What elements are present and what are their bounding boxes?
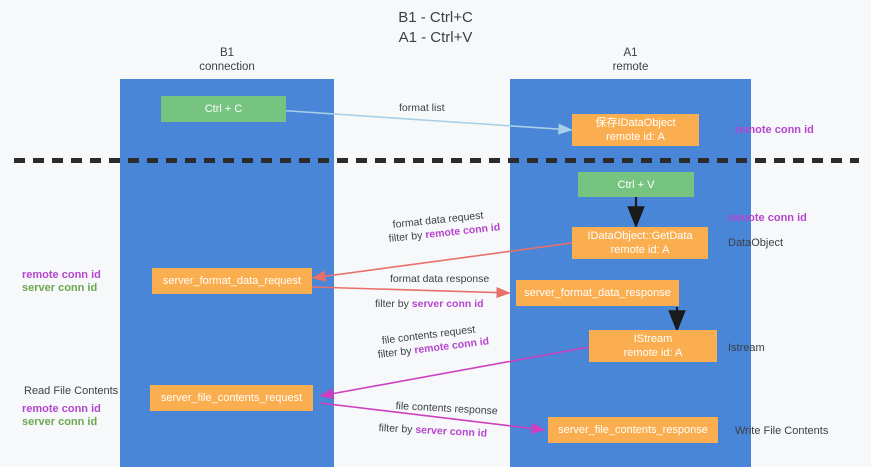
note-right-remote-conn-id-top: remote conn id: [735, 124, 814, 136]
edge-label-file-contents-response: file contents response: [395, 399, 498, 418]
box-server-format-data-response[interactable]: server_format_data_response: [516, 280, 679, 306]
note-left-remote-conn-id-top: remote conn id: [22, 269, 101, 281]
note-right-istream: Istream: [728, 342, 765, 354]
edge-label-format-data-response-filter-prefix: filter by: [375, 298, 412, 310]
box-save-idataobject-line-2: remote id: A: [606, 131, 665, 143]
note-right-write-file-contents: Write File Contents: [735, 425, 829, 437]
box-server-file-contents-request[interactable]: server_file_contents_request: [150, 385, 313, 411]
lane-header-a1-sub: remote: [612, 61, 649, 73]
note-left-remote-conn-id-bottom: remote conn id: [22, 403, 101, 415]
box-istream-line-1: IStream: [633, 333, 673, 345]
edge-label-file-contents-request-filter-prefix: filter by: [377, 344, 416, 361]
lane-header-b1-sub: connection: [199, 61, 255, 73]
page-title: B1 - Ctrl+C A1 - Ctrl+V: [0, 8, 871, 48]
box-istream-line-2: remote id: A: [623, 347, 683, 359]
lane-header-b1: B1 connection: [120, 46, 334, 74]
edge-label-format-data-response-filter-key: server conn id: [411, 298, 484, 310]
box-ctrl-v-line-1: Ctrl + V: [617, 178, 655, 191]
page-title-line-1: B1 - Ctrl+C: [398, 9, 473, 26]
note-left-server-conn-id-top: server conn id: [22, 282, 98, 294]
note-left-server-conn-id-bottom: server conn id: [22, 416, 98, 428]
lane-header-b1-name: B1: [219, 47, 235, 59]
edge-label-format-data-request-filter-prefix: filter by: [388, 229, 426, 245]
box-server-format-data-request[interactable]: server_format_data_request: [152, 268, 312, 294]
box-server-format-data-request-line-1: server_format_data_request: [162, 275, 302, 287]
lane-header-a1-name: A1: [623, 47, 638, 59]
box-ctrl-v[interactable]: Ctrl + V: [578, 172, 694, 197]
box-server-format-data-response-line-1: server_format_data_response: [524, 287, 671, 299]
edge-label-file-contents-response-filter-prefix: filter by: [378, 421, 416, 436]
box-getdata[interactable]: IDataObject::GetData remote id: A: [572, 227, 708, 259]
box-istream[interactable]: IStream remote id: A: [589, 330, 717, 362]
box-getdata-line-1: IDataObject::GetData: [587, 230, 693, 242]
wire-format-data-response: [311, 286, 511, 299]
note-left-read-file-contents: Read File Contents: [24, 385, 119, 397]
box-ctrl-c[interactable]: Ctrl + C: [161, 96, 286, 122]
edge-label-format-data-response-filter: filter by server conn id: [375, 297, 484, 311]
edge-label-file-contents-response-filter-key: server conn id: [415, 423, 488, 440]
lane-header-a1: A1 remote: [510, 46, 751, 74]
box-save-idataobject[interactable]: 保存IDataObject remote id: A: [572, 114, 699, 146]
box-server-file-contents-response-line-1: server_file_contents_response: [558, 424, 708, 436]
box-getdata-line-2: remote id: A: [610, 244, 670, 256]
page-title-line-2: A1 - Ctrl+V: [398, 29, 473, 46]
note-right-dataobject: DataObject: [728, 237, 784, 249]
box-server-file-contents-response[interactable]: server_file_contents_response: [548, 417, 718, 443]
note-right-remote-conn-id-mid: remote conn id: [728, 212, 807, 224]
edge-label-file-contents-response-filter: filter by server conn id: [378, 421, 487, 441]
box-server-file-contents-request-line-1: server_file_contents_request: [160, 392, 303, 404]
box-save-idataobject-line-1: 保存IDataObject: [595, 117, 676, 129]
box-ctrl-c-line-1: Ctrl + C: [204, 103, 243, 115]
edge-label-format-list: format list: [399, 102, 445, 114]
section-divider: [14, 158, 859, 163]
edge-label-format-data-response: format data response: [390, 273, 490, 285]
